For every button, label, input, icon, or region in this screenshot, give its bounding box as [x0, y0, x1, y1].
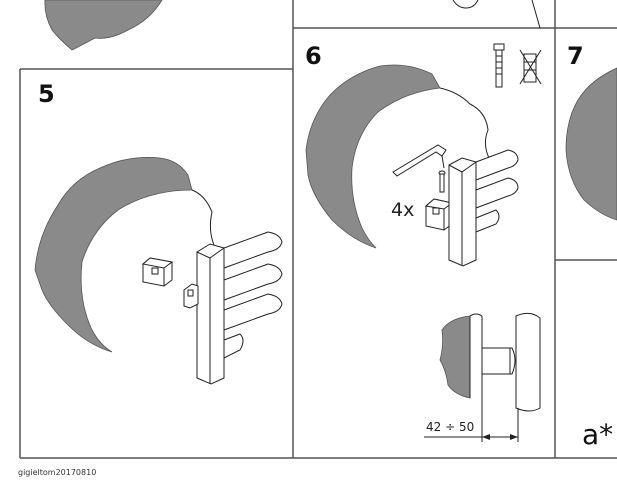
previous-panel-part [452, 0, 541, 29]
step-6-screw [438, 170, 446, 193]
step-6-side-spacer [481, 347, 516, 375]
step-6-dimension-line [424, 398, 519, 442]
step-6-quantity: 4x [391, 199, 414, 221]
screw-icon [493, 43, 505, 88]
step-7-note: a* [582, 418, 613, 451]
no-dowel-icon [519, 49, 542, 85]
step-5-number: 5 [38, 80, 55, 108]
panel-frames [19, 0, 617, 459]
step-5-radiator [183, 231, 283, 385]
step-5-bracket [141, 257, 174, 287]
step-6-dimension: 42 ÷ 50 [426, 420, 474, 434]
step-6-side-radiator [515, 312, 541, 412]
step-7-wall [565, 67, 617, 221]
step-7-number: 7 [567, 42, 584, 70]
previous-panel-wall [44, 0, 163, 51]
step-5-wall [34, 157, 215, 353]
drawing-code: gigieltom20170810 [18, 468, 97, 477]
step-6-number: 6 [305, 42, 322, 70]
step-6-radiator [448, 149, 519, 267]
step-6-side-wall [439, 313, 483, 399]
step-6-bracket [424, 198, 454, 231]
allen-key-icon [392, 144, 447, 177]
step-6-wall [305, 64, 491, 249]
